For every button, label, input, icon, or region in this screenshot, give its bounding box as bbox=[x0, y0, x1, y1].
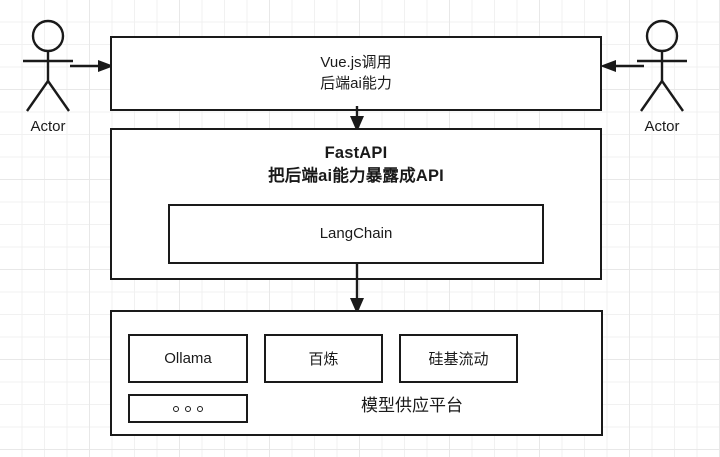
platform-title: 模型供应平台 bbox=[361, 396, 463, 415]
actor-right[interactable]: Actor bbox=[622, 18, 702, 135]
stick-figure-icon bbox=[23, 19, 73, 112]
arrow-frontend-to-backend-icon bbox=[350, 106, 364, 132]
frontend-label-line1: Vue.js调用 bbox=[320, 53, 392, 71]
platform-layer-box[interactable]: Ollama 百炼 硅基流动 模型供应平台 bbox=[110, 310, 603, 436]
arrow-backend-to-platform-icon bbox=[350, 262, 364, 314]
stick-figure-icon bbox=[637, 19, 687, 112]
provider-label-ollama: Ollama bbox=[164, 350, 212, 367]
provider-box-siliconflow[interactable]: 硅基流动 bbox=[399, 334, 518, 383]
provider-label-siliconflow: 硅基流动 bbox=[428, 351, 489, 368]
provider-box-more[interactable] bbox=[128, 394, 248, 423]
ellipsis-circles-icon bbox=[173, 405, 203, 412]
actor-right-label: Actor bbox=[644, 118, 680, 135]
frontend-layer-box[interactable]: Vue.js调用 后端ai能力 bbox=[110, 36, 602, 111]
provider-box-bailian[interactable]: 百炼 bbox=[264, 334, 383, 383]
arrow-right-actor-to-frontend-icon bbox=[600, 60, 644, 72]
backend-label-line2: 把后端ai能力暴露成API bbox=[268, 166, 444, 185]
provider-box-ollama[interactable]: Ollama bbox=[128, 334, 248, 383]
backend-label-line1: FastAPI bbox=[324, 144, 388, 162]
actor-left[interactable]: Actor bbox=[8, 18, 88, 135]
provider-label-bailian: 百炼 bbox=[308, 351, 339, 368]
langchain-label: LangChain bbox=[319, 224, 393, 242]
arrow-left-actor-to-frontend-icon bbox=[70, 60, 114, 72]
actor-left-label: Actor bbox=[30, 118, 66, 135]
langchain-box[interactable]: LangChain bbox=[168, 204, 544, 264]
frontend-label-line2: 后端ai能力 bbox=[320, 74, 392, 92]
